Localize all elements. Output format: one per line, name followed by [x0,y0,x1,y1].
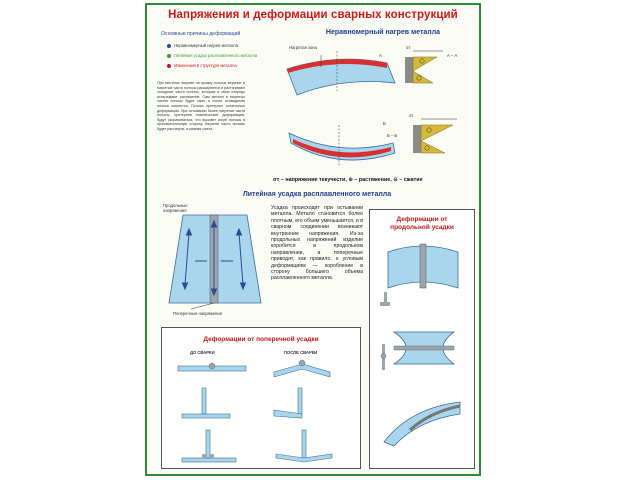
uneven-heating-title: Неравномерный нагрев металла [325,29,441,36]
label-b: Б [383,121,386,126]
bullet-icon [167,53,171,58]
uneven-heating-figures [286,50,457,165]
t-joint-before [181,457,237,463]
cause-item-3: Изменения в структуре металла [167,63,285,68]
label-bb: Б – Б [387,133,398,138]
transverse-stress-label: Поперечные напряжения [173,311,222,316]
sigma-label-b: σт [409,113,414,118]
casting-shrinkage-title: Литейная усадка расплавленного металла [242,191,392,198]
before-welding-label: до сварки [190,350,215,355]
longitudinal-shrinkage-title: Деформации от продольной усадки [390,216,454,231]
stress-diagram-compression [412,70,434,84]
transverse-shrinkage-title: Деформации от поперечной усадки [203,336,319,343]
transverse-shrinkage-figures [177,359,333,463]
casting-shrinkage-paragraph: Усадка происходит при остывании металла.… [271,205,363,282]
bullet-icon [167,63,171,68]
longitudinal-shrinkage-figures [380,243,461,447]
stress-diagram-tension [412,56,438,72]
sigma-label-a: σт [406,45,411,50]
cause-item-2: Литейная усадка расплавленного металла [167,53,285,58]
longitudinal-shrinkage-box: Деформации от продольной усадки [369,209,475,469]
heated-strip-top [287,59,387,73]
stress-legend: σт – напряжение текучести, ⊕ – растяжени… [273,177,423,183]
longitudinal-stress-label: Продольные напряжения [163,203,188,213]
causes-heading: Основные причины деформаций [161,31,241,37]
label-aa: А – А [447,53,458,58]
poster: Напряжения и деформации сварных конструк… [145,3,481,476]
cause-item-1: Неравномерный нагрев металла [167,43,285,48]
causes-paragraph: При местном нагреве на кромку полосы вер… [157,81,245,131]
after-welding-label: после сварки [284,350,318,355]
label-a: А [379,53,382,58]
curved-t-beam [383,401,461,447]
heated-strip-bottom [293,139,391,158]
corner-joint-before [181,413,231,419]
t-joint-after [275,453,333,463]
heated-zone-label: Нагретая зона [289,45,317,50]
transverse-shrinkage-box: Деформации от поперечной усадки до сварк… [161,327,361,469]
causes-list: Неравномерный нагрев металла Литейная ус… [167,43,285,68]
weld-plate-figure [168,214,262,310]
poster-title: Напряжения и деформации сварных конструк… [168,9,458,21]
corner-joint-after [273,409,303,419]
bullet-icon [167,43,171,48]
